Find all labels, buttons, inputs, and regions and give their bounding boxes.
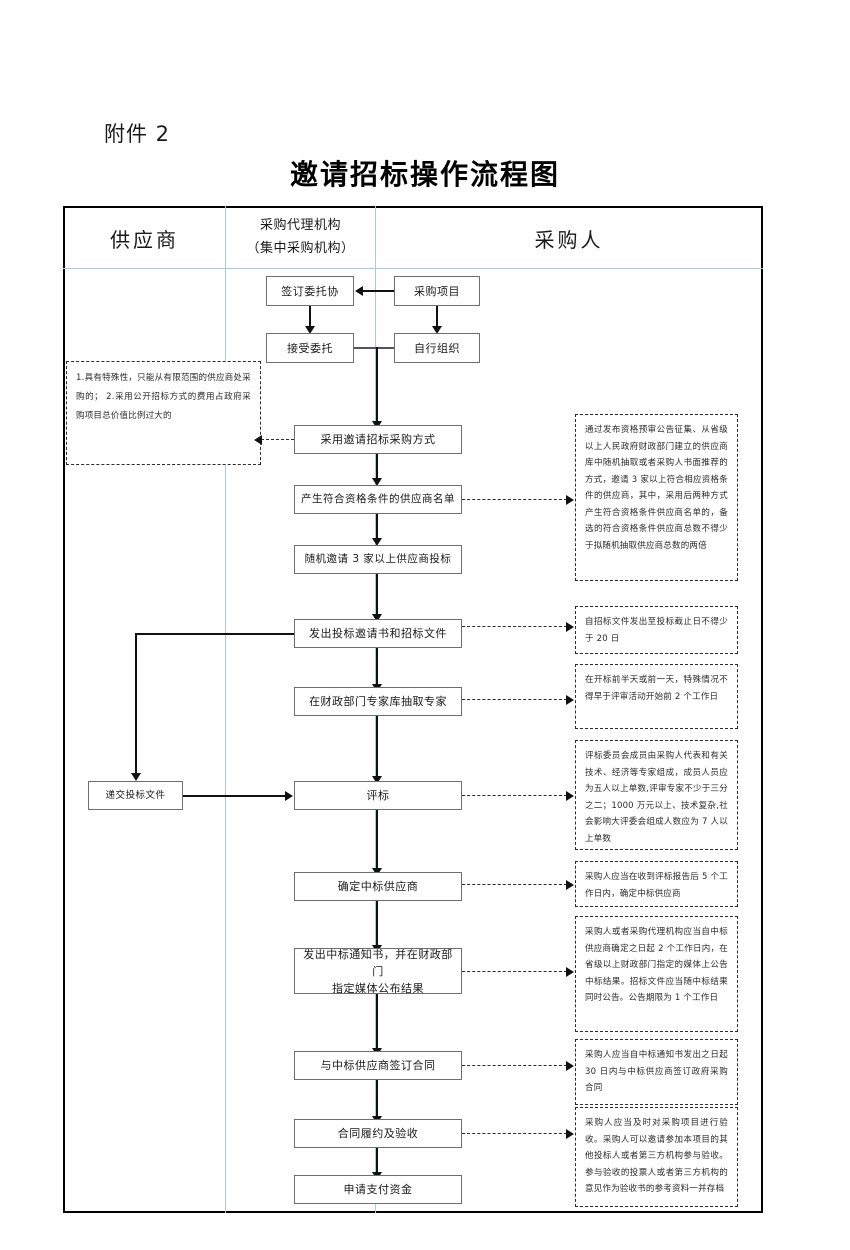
note-invitation-period: 自招标文件发出至投标截止日不得少于 20 日	[575, 606, 738, 654]
node-invite-three-suppliers[interactable]: 随机邀请 3 家以上供应商投标	[294, 545, 462, 574]
node-apply-payment[interactable]: 申请支付资金	[294, 1175, 462, 1204]
flowchart-frame	[63, 206, 763, 1213]
arrowhead-contract-note	[566, 1061, 574, 1071]
dash-connector-qualified-list	[462, 499, 567, 500]
lane-title-purchaser: 采购人	[534, 228, 604, 252]
lane-title-agency-line1: 采购代理机构	[259, 218, 341, 233]
node-qualified-supplier-list[interactable]: 产生符合资格条件的供应商名单	[294, 485, 462, 514]
node-perform-acceptance[interactable]: 合同履约及验收	[294, 1119, 462, 1148]
node-sign-contract[interactable]: 与中标供应商签订合同	[294, 1051, 462, 1080]
arrowhead-winner-note	[566, 880, 574, 890]
node-submit-bid-documents[interactable]: 递交投标文件	[88, 781, 183, 810]
arrowhead-qualified-list-note	[566, 495, 574, 505]
lane-title-agency-line2: （集中采购机构）	[246, 241, 355, 256]
note-determine-winner: 采购人应当在收到评标报告后 5 个工作日内，确定中标供应商	[575, 861, 738, 907]
connector-project-to-self	[436, 306, 438, 328]
arrowhead-award-note	[566, 967, 574, 977]
node-issue-award-notice[interactable]: 发出中标通知书，并在财政部门 指定媒体公布结果	[294, 948, 462, 994]
connector-entrust-to-accept	[309, 306, 311, 328]
node-determine-winner[interactable]: 确定中标供应商	[294, 872, 462, 901]
node-draw-experts[interactable]: 在财政部门专家库抽取专家	[294, 687, 462, 716]
node-sign-entrust[interactable]: 签订委托协	[266, 276, 354, 306]
arrowhead-entrust-to-accept	[305, 326, 315, 334]
arrowhead-invitation-note	[566, 622, 574, 632]
dash-connector-evaluation	[462, 795, 567, 796]
note-invited-conditions: 1.具有特殊性，只能从有限范围的供应商处采购的； 2.采用公开招标方式的费用占政…	[66, 361, 261, 465]
node-issue-invitation-docs[interactable]: 发出投标邀请书和招标文件	[294, 619, 462, 648]
dash-connector-conditions	[261, 439, 294, 440]
lane-title-agency: 采购代理机构 （集中采购机构）	[226, 214, 375, 260]
dash-connector-winner	[462, 884, 567, 885]
arrowhead-submit-to-evaluate	[285, 791, 293, 801]
lane-header-rule	[63, 268, 763, 269]
arrowhead-issue-to-submit	[131, 773, 141, 781]
connector-evaluate-to-winner	[376, 810, 378, 870]
connector-issue-to-experts	[376, 648, 378, 686]
lane-divider-1	[225, 206, 226, 1213]
node-self-organize[interactable]: 自行组织	[394, 333, 480, 363]
arrowhead-invite-to-issue	[372, 614, 382, 622]
connector-join-to-adopt	[376, 347, 378, 423]
connector-experts-to-evaluate	[376, 716, 378, 778]
note-expert-timing: 在开标前半天或前一天，特殊情况不得早于评审活动开始前 2 个工作日	[575, 664, 738, 729]
note-award-announcement: 采购人或者采购代理机构应当自中标供应商确定之日起 2 个工作日内，在省级以上财政…	[575, 916, 738, 1032]
connector-project-to-entrust	[363, 290, 394, 292]
note-acceptance: 采购人应当及时对采购项目进行验收。采购人可以邀请参加本项目的其他投标人或者第三方…	[575, 1107, 738, 1207]
note-qualified-list: 通过发布资格预审公告征集、从省级以上人民政府财政部门建立的供应商库中随机抽取或者…	[575, 414, 738, 581]
connector-contract-to-accept	[376, 1080, 378, 1118]
dash-connector-acceptance	[462, 1133, 567, 1134]
connector-issue-to-submit-v	[135, 633, 137, 775]
connector-issue-to-submit-h	[135, 633, 294, 635]
connector-winner-to-award	[376, 901, 378, 947]
arrowhead-adopt-to-list	[372, 478, 382, 486]
dash-connector-experts	[462, 699, 567, 700]
connector-invite-to-issue	[376, 574, 378, 616]
page-title: 邀请招标操作流程图	[289, 158, 560, 191]
connector-accept-to-payment	[376, 1148, 378, 1174]
node-evaluate-bid[interactable]: 评标	[294, 781, 462, 810]
arrowhead-project-to-self	[432, 326, 442, 334]
node-purchase-project[interactable]: 采购项目	[394, 276, 480, 306]
connector-list-to-invite	[376, 514, 378, 540]
dash-connector-contract	[462, 1065, 567, 1066]
connector-accept-self-join	[354, 347, 394, 349]
node-accept-entrust[interactable]: 接受委托	[266, 333, 354, 363]
attachment-label: 附件 2	[104, 122, 171, 146]
arrowhead-project-to-entrust	[355, 286, 363, 296]
lane-title-supplier: 供应商	[110, 228, 179, 252]
dash-connector-invitation	[462, 626, 567, 627]
note-evaluation-committee: 评标委员会成员由采购人代表和有关技术、经济等专家组成，成员人员应为五人以上单数,…	[575, 740, 738, 850]
arrowhead-experts-note	[566, 695, 574, 705]
connector-award-to-contract	[376, 994, 378, 1050]
note-contract-signing: 采购人应当自中标通知书发出之日起 30 日内与中标供应商签订政府采购合同	[575, 1039, 738, 1105]
arrowhead-conditions-note	[254, 435, 262, 445]
arrowhead-experts-to-evaluate	[372, 776, 382, 784]
arrowhead-acceptance-note	[566, 1129, 574, 1139]
arrowhead-evaluation-note	[566, 791, 574, 801]
arrowhead-list-to-invite	[372, 538, 382, 546]
node-adopt-invited-tender[interactable]: 采用邀请招标采购方式	[294, 425, 462, 454]
dash-connector-award	[462, 971, 567, 972]
connector-adopt-to-list	[376, 454, 378, 480]
connector-submit-to-evaluate	[183, 795, 286, 797]
